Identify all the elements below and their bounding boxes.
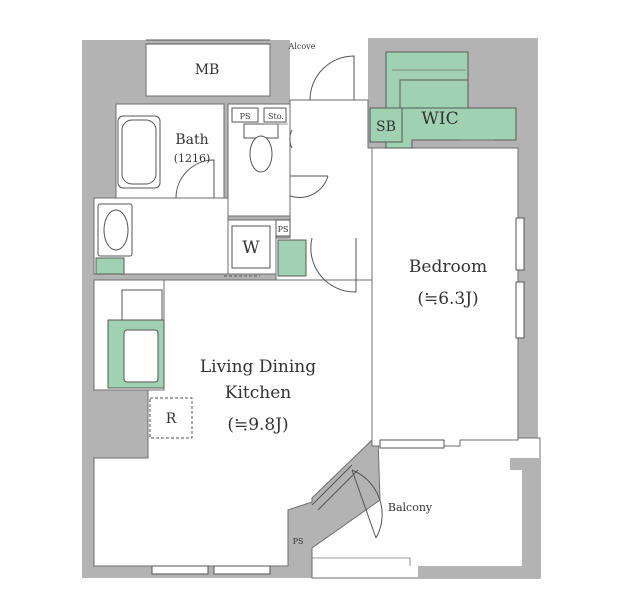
- alcove-label: Alcove: [288, 42, 316, 51]
- fixtures: [97, 107, 291, 439]
- mb-room: [145, 43, 271, 97]
- bath-label: Bath: [175, 132, 208, 148]
- mb-label: MB: [195, 62, 220, 78]
- bedroom-label: Bedroom: [409, 257, 487, 277]
- sb: [369, 107, 403, 143]
- stove: [121, 289, 163, 321]
- room-labels: MB Alcove Bath (1216) PS Sto. PS SB WIC …: [166, 42, 487, 546]
- bedroom-size-label: (≒6.3J): [417, 289, 478, 309]
- wic-label: WIC: [421, 109, 458, 129]
- doors-windows: [146, 39, 525, 575]
- washer: [231, 225, 271, 269]
- ps-label-balcony: PS: [293, 537, 304, 546]
- hallway: [275, 99, 373, 281]
- balcony-label: Balcony: [388, 501, 433, 514]
- ps-label-toilet: PS: [240, 112, 251, 121]
- fridge-space: [149, 397, 193, 439]
- bedroom-room: [371, 147, 519, 447]
- storage-areas: [95, 51, 517, 389]
- ps-label-hall: PS: [278, 225, 289, 234]
- ldk-label-line1: Living Dining: [200, 357, 316, 377]
- fridge-label: R: [166, 411, 177, 427]
- bath-size-label: (1216): [174, 152, 211, 165]
- ldk-size-label: (≒9.8J): [227, 415, 288, 435]
- ldk-label-line2: Kitchen: [225, 383, 291, 403]
- w-label: W: [242, 238, 260, 258]
- sto-label: Sto.: [268, 112, 284, 121]
- toilet-bowl: [249, 135, 273, 173]
- sb-label: SB: [376, 119, 396, 135]
- balcony: [311, 437, 541, 579]
